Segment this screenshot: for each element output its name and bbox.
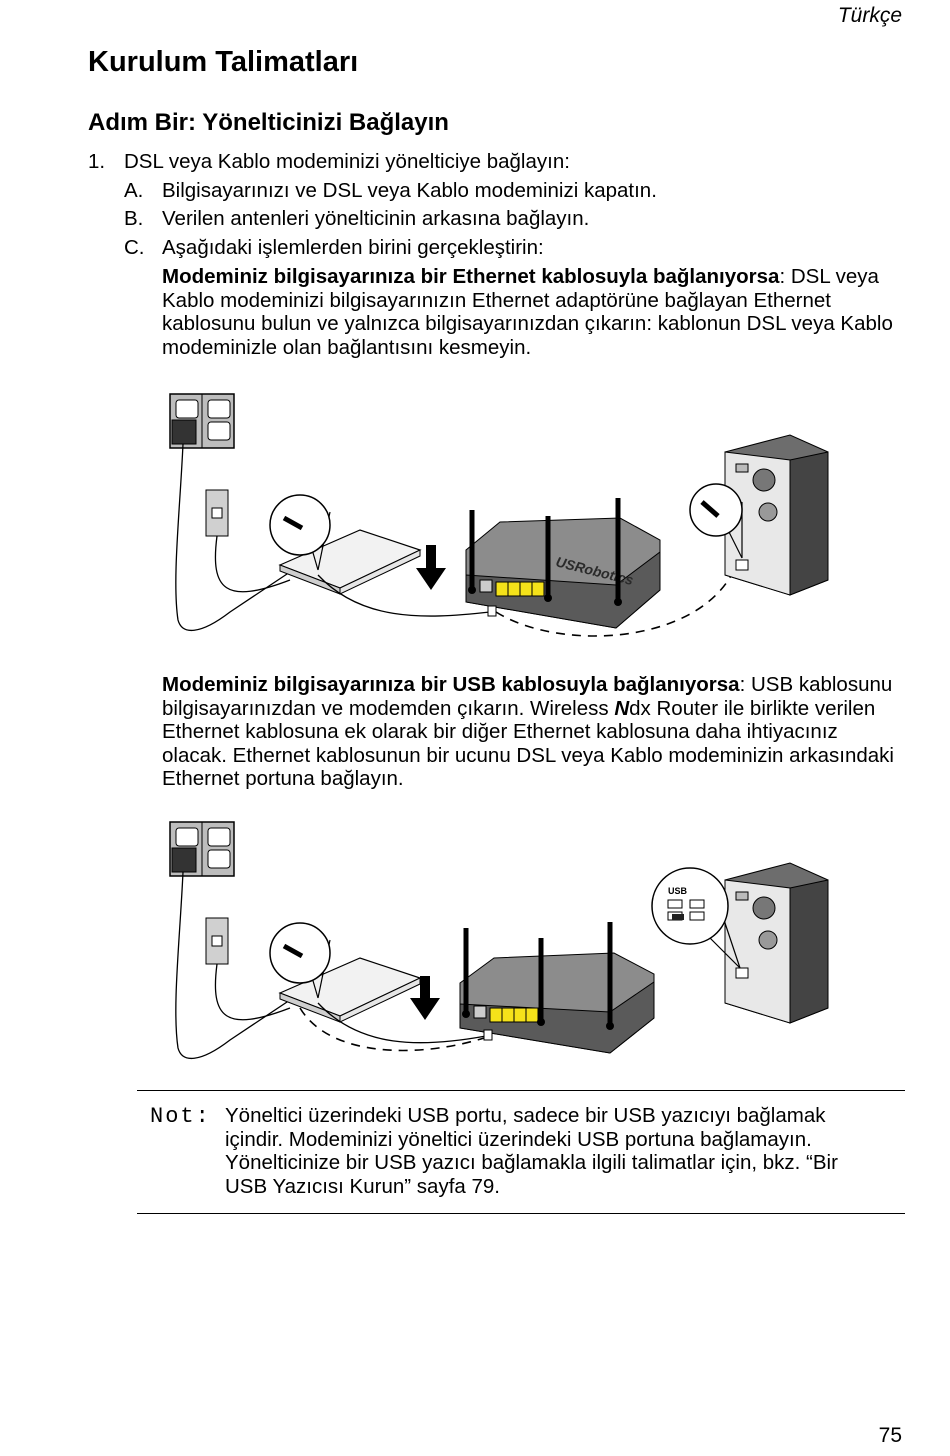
ethernet-setup-diagram: USRobotics xyxy=(169,393,829,637)
phone-jack-icon xyxy=(205,489,229,537)
sub-item-b: Verilen antenleri yönelticinin arkasına … xyxy=(162,207,590,230)
router-icon: USRobotics xyxy=(465,517,661,629)
step-heading: Adım Bir: Yönelticinizi Bağlayın xyxy=(88,109,449,136)
page-title: Kurulum Talimatları xyxy=(88,46,359,78)
sub-letter-b: B. xyxy=(124,207,144,230)
ethernet-lead: Modeminiz bilgisayarınıza bir Ethernet k… xyxy=(162,265,780,288)
sub-letter-a: A. xyxy=(124,179,144,202)
note-bottom-rule xyxy=(137,1213,905,1214)
usb-setup-diagram: USB xyxy=(169,821,829,1060)
computer-tower-icon xyxy=(724,434,829,596)
sub-letter-c: C. xyxy=(124,236,145,259)
list-number: 1. xyxy=(88,150,106,173)
language-label: Türkçe xyxy=(837,4,902,27)
modem-icon xyxy=(278,957,422,1023)
note-top-rule xyxy=(137,1090,905,1091)
modem-icon xyxy=(278,529,422,595)
sub-item-a: Bilgisayarınızı ve DSL veya Kablo modemi… xyxy=(162,179,657,202)
usb-paragraph: Modeminiz bilgisayarınıza bir USB kablos… xyxy=(162,673,902,791)
usb-port-label: USB xyxy=(668,886,688,896)
down-arrow-icon xyxy=(410,976,440,1020)
computer-tower-icon xyxy=(724,862,829,1024)
ethernet-text: : DSL veya Kablo modeminizi bilgisayarın… xyxy=(162,265,893,359)
ethernet-paragraph: Modeminiz bilgisayarınıza bir Ethernet k… xyxy=(162,265,902,359)
power-outlet-icon xyxy=(169,393,235,449)
power-outlet-icon xyxy=(169,821,235,877)
usb-text-2: dx Router ile birlikte verilen Ethernet … xyxy=(162,696,894,791)
down-arrow-icon xyxy=(416,545,446,590)
page-number: 75 xyxy=(878,1424,902,1447)
note-label: Not: xyxy=(150,1104,211,1129)
router-icon xyxy=(459,952,655,1054)
phone-jack-icon xyxy=(205,917,229,965)
usb-text-1: : USB kablosunu bilgisayarınızdan ve mod… xyxy=(162,673,893,720)
usb-lead: Modeminiz bilgisayarınıza bir USB kablos… xyxy=(162,673,740,696)
list-item-text: DSL veya Kablo modeminizi yönelticiye ba… xyxy=(124,150,570,173)
sub-item-c: Aşağıdaki işlemlerden birini gerçekleşti… xyxy=(162,236,544,259)
note-text: Yöneltici üzerindeki USB portu, sadece b… xyxy=(225,1104,838,1198)
brand-n: N xyxy=(614,696,630,720)
